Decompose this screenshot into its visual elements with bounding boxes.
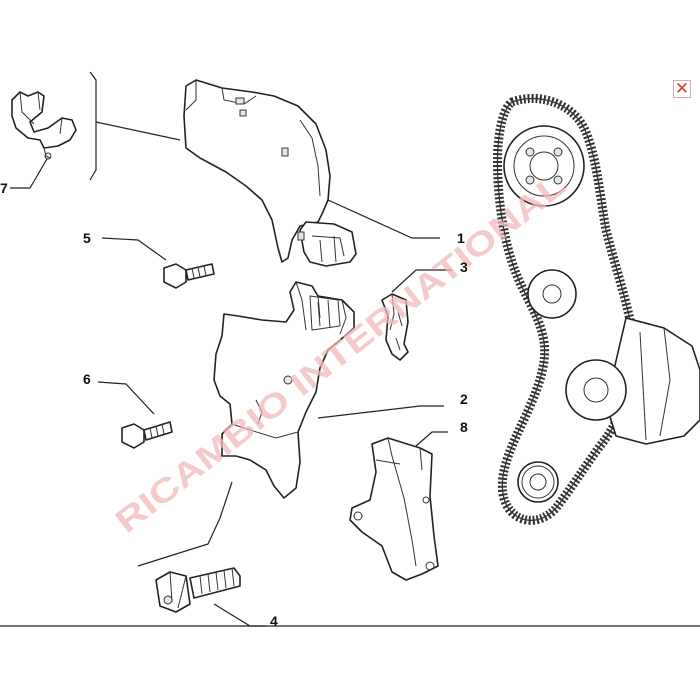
callout-6: 6 — [83, 371, 91, 387]
bolt-part-6 — [97, 381, 173, 449]
clip-part — [11, 91, 77, 160]
close-button[interactable]: ✕ — [673, 79, 691, 99]
upper-cover-part — [183, 79, 357, 267]
callout-5: 5 — [83, 230, 91, 246]
callout-1: 1 — [457, 230, 465, 246]
callout-3: 3 — [460, 259, 468, 275]
callout-7: 7 — [0, 180, 8, 196]
callout-2: 2 — [460, 391, 468, 407]
lower-cover-part — [213, 281, 355, 499]
stud-part — [137, 481, 241, 613]
timing-belt-assembly — [493, 94, 700, 525]
small-clip-part — [381, 269, 452, 361]
bolt-part-5 — [101, 237, 215, 289]
close-icon: ✕ — [674, 79, 690, 99]
callout-4: 4 — [270, 613, 278, 629]
callout-8: 8 — [460, 419, 468, 435]
bracket-part — [349, 431, 448, 581]
